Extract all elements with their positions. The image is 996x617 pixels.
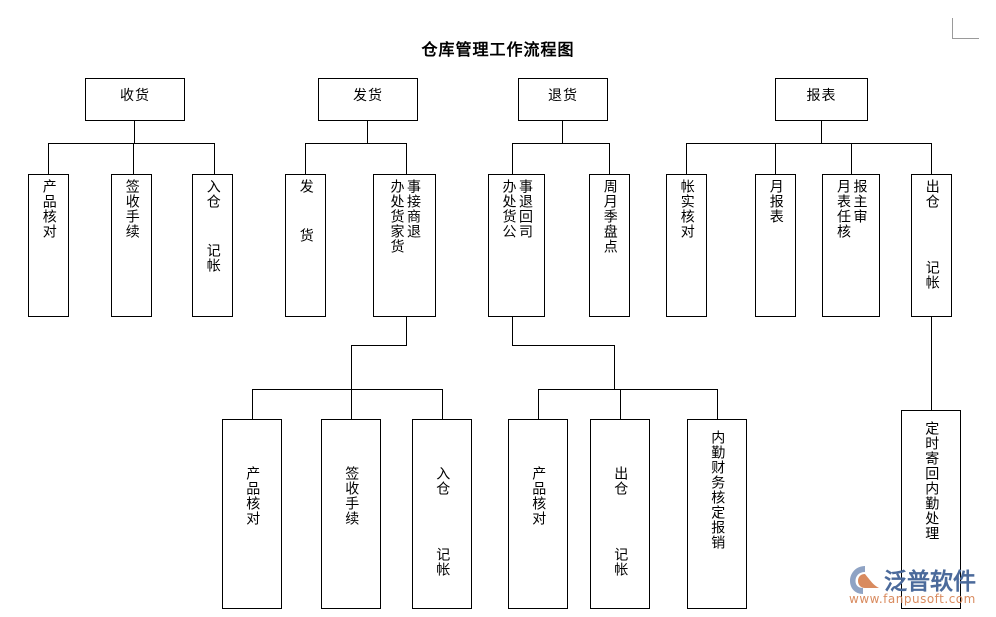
node-signoff-procedure-receiving[interactable]: 签收手续 [111,174,152,317]
node-product-check-shipping-sub-label: 产品核对 [244,466,261,526]
node-warehouse-in-record-shipping-sub-label: 入仓 记帐 [434,466,451,577]
node-report-supervisor-review-col-left: 月表任核 [835,179,851,239]
connector-receiving-drop-2 [133,143,134,174]
node-warehouse-out-record-reports-label: 出仓 记帐 [923,179,940,290]
node-finance-approval-reimbursement[interactable]: 内勤财务核定报销 [687,419,747,609]
node-periodic-inventory-label: 周月季盘点 [601,179,618,254]
connector-returns-drop-2 [609,143,610,174]
connector-shipping-bus [305,143,407,144]
node-handle-return-to-company-col-left: 办处货公 [500,179,517,239]
node-scheduled-mail-back-office[interactable]: 定时寄回内勤处理 [901,410,961,609]
connector-shipping-drop-1 [305,143,306,174]
connector-reports-drop-2 [775,143,776,174]
node-signoff-procedure-receiving-label: 签收手续 [123,179,140,239]
connector-shipping-sub-stem [406,316,407,345]
connector-shipping-trunk [367,121,368,143]
connector-shipping-sub-bus [252,389,443,390]
node-ship-goods-label: 发 货 [297,179,314,243]
node-receiving[interactable]: 收货 [85,78,185,121]
connector-returns-drop-1 [512,143,513,174]
connector-returns-sub-stem [512,316,513,345]
connector-shipping-drop-2 [406,143,407,174]
node-account-stock-check[interactable]: 帐实核对 [666,174,707,317]
connector-shipping-sub-jog [351,345,407,346]
node-handle-merchant-return[interactable]: 事接商退 办处货家货 [373,174,436,317]
connector-returns-trunk [562,121,563,143]
node-reports[interactable]: 报表 [775,78,868,121]
page-corner-mark [952,18,979,39]
node-warehouse-in-record-receiving-label: 入仓 记帐 [204,179,221,273]
node-report-supervisor-review[interactable]: 报主审 月表任核 [822,174,880,317]
connector-returns-sub-drop-1 [538,389,539,419]
connector-returns-sub-drop-2 [620,389,621,419]
connector-returns-bus [512,143,610,144]
node-ship-goods[interactable]: 发 货 [285,174,326,317]
node-returns[interactable]: 退货 [518,78,608,121]
node-handle-return-to-company-col-right: 事退回司 [517,179,534,239]
node-handle-merchant-return-col-left: 办处货家货 [388,179,405,254]
connector-returns-sub-drop-3 [717,389,718,419]
node-signoff-procedure-shipping-sub-label: 签收手续 [343,466,360,526]
node-product-check-shipping-sub[interactable]: 产品核对 [222,419,282,609]
node-shipping-label: 发货 [353,88,383,104]
node-product-check-returns-sub-label: 产品核对 [530,466,547,526]
node-receiving-label: 收货 [120,88,150,104]
node-warehouse-out-record-reports[interactable]: 出仓 记帐 [911,174,952,317]
page-title: 仓库管理工作流程图 [421,40,575,59]
node-shipping[interactable]: 发货 [318,78,418,121]
connector-reports-drop-3 [851,143,852,174]
connector-reports-drop-4 [931,143,932,174]
connector-returns-sub-drop [614,345,615,389]
node-product-check-returns-sub[interactable]: 产品核对 [508,419,568,609]
node-scheduled-mail-back-office-label: 定时寄回内勤处理 [923,421,940,541]
connector-reports-trunk [821,121,822,143]
connector-shipping-sub-drop-2 [351,389,352,419]
connector-reports-sub-stem [931,316,932,410]
node-product-check-receiving[interactable]: 产品核对 [28,174,69,317]
connector-receiving-drop-3 [214,143,215,174]
node-report-supervisor-review-col-right: 报主审 [851,179,868,224]
node-warehouse-out-record-returns-sub[interactable]: 出仓 记帐 [590,419,650,609]
connector-receiving-drop-1 [48,143,49,174]
node-returns-label: 退货 [548,88,578,104]
connector-returns-sub-bus [538,389,718,390]
node-account-stock-check-label: 帐实核对 [678,179,695,239]
connector-shipping-sub-drop [351,345,352,389]
connector-reports-bus [686,143,931,144]
node-handle-return-to-company[interactable]: 事退回司 办处货公 [488,174,545,317]
connector-receiving-bus [48,143,214,144]
node-signoff-procedure-shipping-sub[interactable]: 签收手续 [321,419,381,609]
connector-shipping-sub-drop-3 [442,389,443,419]
node-monthly-report[interactable]: 月报表 [755,174,796,317]
connector-returns-sub-jog [512,345,615,346]
connector-receiving-trunk [134,121,135,143]
connector-reports-drop-1 [686,143,687,174]
connector-shipping-sub-drop-1 [252,389,253,419]
node-monthly-report-label: 月报表 [767,179,784,224]
node-reports-label: 报表 [806,88,837,104]
node-warehouse-out-record-returns-sub-label: 出仓 记帐 [612,466,629,577]
node-warehouse-in-record-shipping-sub[interactable]: 入仓 记帐 [412,419,472,609]
node-periodic-inventory[interactable]: 周月季盘点 [589,174,630,317]
node-finance-approval-reimbursement-label: 内勤财务核定报销 [709,430,726,550]
node-handle-merchant-return-col-right: 事接商退 [405,179,422,239]
node-warehouse-in-record-receiving[interactable]: 入仓 记帐 [192,174,233,317]
node-product-check-receiving-label: 产品核对 [40,179,57,239]
fanpu-logo-icon [850,566,879,594]
